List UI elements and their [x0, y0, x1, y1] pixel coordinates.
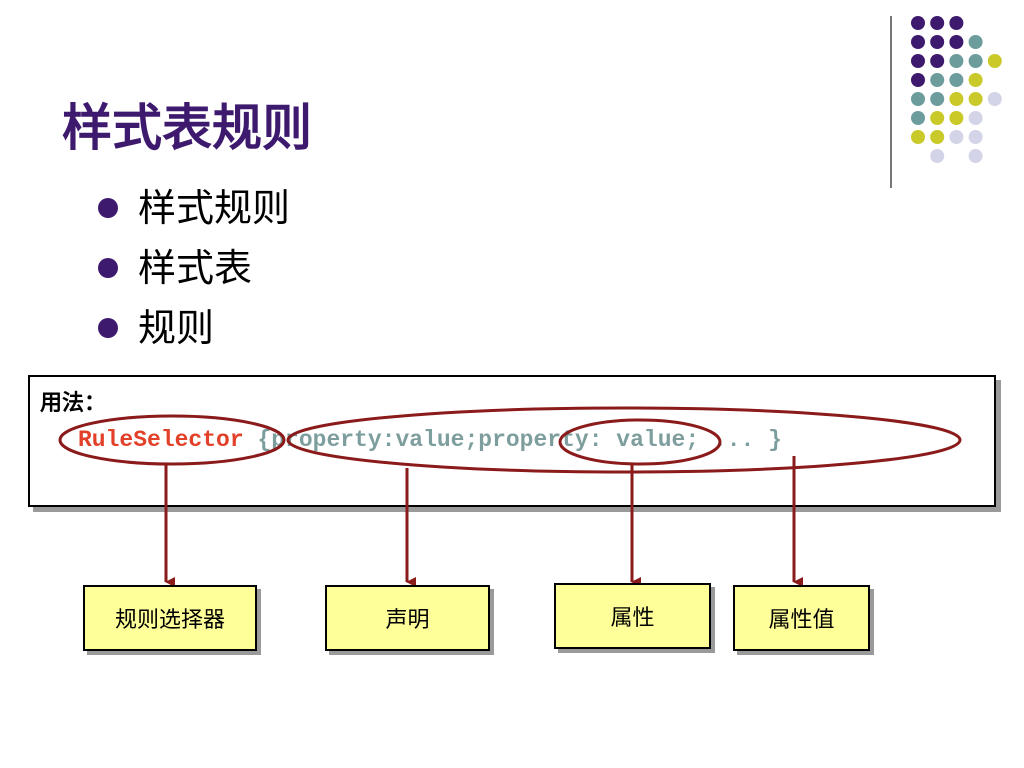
bullet-text: 样式规则	[138, 186, 291, 230]
decorative-dot	[949, 73, 964, 87]
value-label: 属性值	[768, 608, 835, 633]
declaration-label-box: 声明	[325, 585, 490, 651]
decorative-dot	[987, 92, 1002, 106]
decorative-dot	[968, 35, 983, 49]
decorative-dot	[930, 54, 945, 68]
bullet-item: 样式表	[96, 238, 290, 298]
decorative-dot	[987, 54, 1002, 68]
decorative-dot	[930, 73, 945, 87]
value-label-box: 属性值	[733, 585, 870, 651]
decorative-dot	[930, 16, 945, 30]
property-ellipse	[558, 418, 722, 466]
decorative-dot	[949, 92, 964, 106]
bullet-icon	[98, 198, 118, 218]
bullet-icon	[98, 258, 118, 278]
decorative-dot	[949, 16, 964, 30]
bullet-list: 样式规则 样式表 规则	[96, 178, 290, 358]
decorative-dot	[949, 54, 964, 68]
decorative-dot	[968, 73, 983, 87]
decorative-dot	[949, 35, 964, 49]
rule-selector-text: RuleSelector	[78, 427, 244, 453]
property-label: 属性	[610, 606, 655, 631]
decorative-dot	[930, 35, 945, 49]
decorative-dot-grid	[911, 16, 1002, 163]
decorative-dot	[911, 92, 925, 106]
bullet-text: 样式表	[138, 246, 253, 290]
decorative-dot	[911, 54, 925, 68]
decorative-dot	[949, 111, 964, 125]
decorative-dot	[911, 73, 925, 87]
property-label-box: 属性	[554, 583, 711, 649]
usage-label: 用法：	[40, 391, 107, 416]
selector-label-box: 规则选择器	[83, 585, 257, 651]
decorative-dot	[911, 130, 925, 144]
declaration-text: {property:value;property: value; ... }	[243, 427, 782, 453]
decorative-dot	[949, 130, 964, 144]
code-line: RuleSelector {property:value;property: v…	[78, 427, 782, 453]
decorative-dot	[911, 111, 925, 125]
bullet-item: 样式规则	[96, 178, 290, 238]
bullet-item: 规则	[96, 298, 290, 358]
usage-box: 用法： RuleSelector {property:value;propert…	[28, 375, 996, 507]
selector-label: 规则选择器	[114, 608, 225, 633]
slide-title: 样式表规则	[62, 98, 312, 157]
decorative-dot	[911, 35, 925, 49]
decorative-dot	[930, 130, 945, 144]
decorative-dot	[930, 111, 945, 125]
declaration-label: 声明	[385, 608, 430, 633]
decorative-dot	[968, 130, 983, 144]
declaration-ellipse	[286, 406, 962, 474]
decorative-dot	[968, 111, 983, 125]
bullet-text: 规则	[138, 306, 215, 350]
divider-line	[890, 16, 892, 188]
bullet-icon	[98, 318, 118, 338]
decorative-dot	[911, 16, 925, 30]
decorative-dot	[930, 92, 945, 106]
decorative-dot	[968, 54, 983, 68]
decorative-dot	[968, 149, 983, 163]
decorative-dot	[930, 149, 945, 163]
selector-ellipse	[58, 414, 286, 466]
decorative-dot	[968, 92, 983, 106]
